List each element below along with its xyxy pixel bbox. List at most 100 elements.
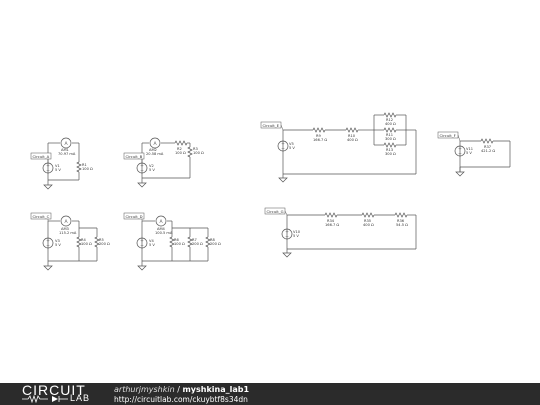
svg-text:+: + [46, 238, 50, 244]
label-r9-name: R9 [316, 134, 321, 138]
svg-text:+: + [46, 163, 50, 169]
label-r2-value: 100 Ω [175, 151, 186, 155]
probe-circuit-g[interactable]: Circuit_G [264, 207, 288, 216]
label-am1-name: AM1 [61, 148, 69, 152]
svg-text:Circuit_F: Circuit_F [440, 133, 456, 138]
label-r10-name: R10 [348, 134, 356, 138]
label-r11-name: R11 [386, 133, 393, 137]
circuit-e [278, 112, 417, 183]
label-r4-value: 100 Ω [81, 242, 92, 246]
ammeter-am3[interactable] [60, 215, 72, 227]
label-r7-name: R7 [192, 238, 197, 242]
label-r8-name: R8 [210, 238, 215, 242]
ammeter-am1[interactable] [60, 137, 72, 149]
probe-circuit-d[interactable]: Circuit_D [123, 212, 145, 221]
probe-circuit-a[interactable]: Circuit_A [30, 152, 52, 163]
label-v3-name: V3 [55, 239, 60, 243]
probe-circuit-f[interactable]: Circuit_F [437, 131, 461, 142]
label-r35-value: 400 Ω [363, 223, 374, 227]
label-v5-value: 5 V [289, 146, 295, 150]
probe-labels: Circuit_A Circuit_B Circuit_C Circuit_D … [30, 121, 461, 221]
probe-circuit-e[interactable]: Circuit_E [260, 121, 284, 131]
circuitlab-logo[interactable]: CIRCUIT [22, 382, 86, 398]
label-r11-value: 300 Ω [385, 137, 396, 141]
svg-text:−: − [46, 169, 50, 174]
ammeter-am2[interactable] [149, 137, 161, 149]
label-v4-name: V4 [149, 239, 154, 243]
label-v4-value: 5 V [149, 243, 155, 247]
probe-circuit-c[interactable]: Circuit_C [30, 212, 52, 221]
svg-text:Circuit_C: Circuit_C [33, 214, 50, 219]
svg-text:+: + [140, 238, 144, 244]
footer-bar: CIRCUIT LAB arthurjmyshkin / myshkina_la… [0, 383, 540, 405]
label-r34-value: 166.7 Ω [325, 223, 339, 227]
label-am1-reading: 70.97 mA [58, 152, 76, 156]
label-r8-value: 200 Ω [210, 242, 221, 246]
logo-waveform-icon [22, 394, 68, 403]
svg-text:A: A [64, 141, 68, 147]
label-v11-name: V11 [466, 147, 473, 151]
label-v1-value: 5 V [55, 168, 61, 172]
label-r12-value: 400 Ω [385, 122, 396, 126]
label-v11-value: 5 V [466, 151, 472, 155]
label-v1-name: V1 [55, 164, 60, 168]
project-path: arthurjmyshkin / myshkina_lab1 [114, 385, 249, 394]
label-r9-value: 166.7 Ω [313, 138, 327, 142]
label-r3-name: R3 [193, 147, 198, 151]
label-v3-value: 5 V [55, 243, 61, 247]
label-r34-name: R34 [327, 219, 335, 223]
circuitlab-logo-lab: LAB [70, 393, 91, 403]
svg-text:−: − [46, 244, 50, 249]
label-r4-name: R4 [81, 238, 86, 242]
label-am4-reading: 100.5 mA [155, 231, 173, 235]
label-r36-value: 54.5 Ω [396, 223, 408, 227]
label-r12-name: R12 [386, 118, 393, 122]
circuit-f [455, 138, 511, 177]
svg-text:A: A [153, 141, 157, 147]
label-r6-name: R6 [174, 238, 179, 242]
label-v10-value: 5 V [293, 234, 299, 238]
label-r5-value: 200 Ω [99, 242, 110, 246]
author-link[interactable]: arthurjmyshkin [114, 385, 175, 394]
label-v10-name: V10 [293, 230, 301, 234]
label-am4-name: AM4 [157, 227, 166, 231]
probe-circuit-b[interactable]: Circuit_B [123, 152, 145, 163]
project-url[interactable]: http://circuitlab.com/ckuybtf8s34dn [114, 395, 248, 404]
ammeter-am4[interactable] [155, 215, 167, 227]
label-r13-value: 300 Ω [385, 152, 396, 156]
circuit-g [282, 212, 417, 258]
label-r3-value: 100 Ω [193, 151, 204, 155]
svg-text:+: + [285, 229, 289, 235]
svg-text:Circuit_D: Circuit_D [126, 214, 143, 219]
label-v2-name: V2 [149, 164, 154, 168]
label-r1-value: 100 Ω [82, 167, 93, 171]
source-v11[interactable] [454, 145, 466, 157]
component-labels: V1 5 V AM1 70.97 mA R1 100 Ω V2 5 V AM2 … [55, 118, 495, 247]
svg-text:+: + [458, 146, 462, 152]
source-v4[interactable] [136, 237, 148, 249]
svg-text:−: − [140, 244, 144, 249]
svg-text:+: + [140, 163, 144, 169]
label-am2-reading: 20.58 mA [146, 152, 164, 156]
source-v5[interactable] [277, 140, 289, 152]
svg-text:A: A [64, 219, 68, 225]
svg-text:Circuit_E: Circuit_E [263, 123, 280, 128]
project-link[interactable]: myshkina_lab1 [182, 385, 250, 394]
label-am3-reading: 115.2 mA [59, 231, 77, 235]
circuit-d [137, 220, 211, 271]
source-v3[interactable] [42, 237, 54, 249]
label-r10-value: 400 Ω [347, 138, 358, 142]
svg-text:Circuit_A: Circuit_A [33, 154, 50, 159]
svg-text:−: − [140, 169, 144, 174]
source-v10[interactable] [281, 228, 293, 240]
circuit-b [137, 140, 193, 188]
label-am3-name: AM3 [61, 227, 69, 231]
label-r35-name: R35 [364, 219, 371, 223]
label-r2-name: R2 [177, 147, 182, 151]
label-r37-value: 421.2 Ω [481, 149, 495, 153]
path-separator: / [174, 385, 183, 394]
label-r13-name: R13 [386, 148, 393, 152]
label-r36-name: R36 [397, 219, 405, 223]
label-r7-value: 200 Ω [192, 242, 203, 246]
